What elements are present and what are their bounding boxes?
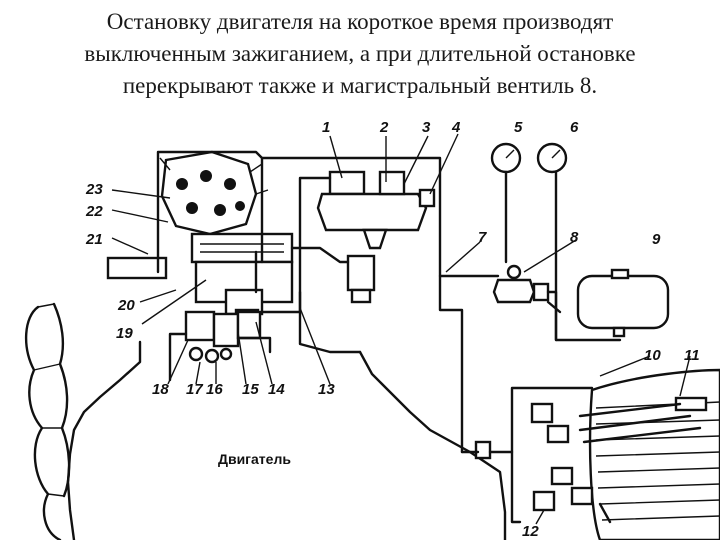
fuel-system-diagram: 1 2 3 4 5 6 7 8 9 10 11 12 13 14 15 16 1…	[24, 119, 720, 540]
callout-23: 23	[85, 181, 103, 198]
main-valve-8	[492, 264, 550, 304]
caption-line-2: выключенным зажиганием, а при длительной…	[84, 41, 636, 66]
callout-14: 14	[268, 381, 285, 398]
callout-2: 2	[379, 119, 389, 136]
callout-20: 20	[117, 297, 135, 314]
fan	[24, 302, 71, 540]
callout-6: 6	[570, 119, 579, 136]
callout-7: 7	[478, 229, 487, 246]
gauge-6	[536, 142, 568, 174]
callout-17: 17	[186, 381, 203, 398]
callout-5: 5	[514, 119, 523, 136]
callout-16: 16	[206, 381, 223, 398]
callout-3: 3	[422, 119, 431, 136]
engine-label: Двигатель	[218, 451, 291, 467]
valve-cluster-12	[474, 386, 612, 524]
callout-11: 11	[684, 347, 700, 364]
callout-21: 21	[85, 231, 103, 248]
main-filter	[316, 170, 436, 304]
engine-outline	[66, 340, 507, 540]
caption: Остановку двигателя на короткое время пр…	[0, 6, 720, 102]
callout-19: 19	[116, 325, 133, 342]
caption-line-1: Остановку двигателя на короткое время пр…	[106, 9, 614, 34]
gauge-5	[490, 142, 522, 174]
pump-assembly	[184, 310, 262, 364]
callout-18: 18	[152, 381, 169, 398]
callout-13: 13	[318, 381, 335, 398]
filter-21	[106, 256, 168, 280]
callout-4: 4	[451, 119, 461, 136]
callout-22: 22	[85, 203, 103, 220]
callout-1: 1	[322, 119, 330, 136]
callout-9: 9	[652, 231, 661, 248]
callout-12: 12	[522, 523, 539, 540]
distributor	[159, 150, 269, 236]
caption-line-3: перекрывают также и магистральный вентил…	[122, 73, 598, 98]
callout-8: 8	[570, 229, 579, 246]
engine-top-edge	[298, 290, 362, 354]
callout-15: 15	[242, 381, 259, 398]
leader-lines	[111, 133, 691, 525]
pipelines	[156, 150, 622, 454]
fuel-tank	[578, 368, 720, 540]
callout-10: 10	[644, 347, 661, 364]
tank-9	[576, 268, 670, 338]
